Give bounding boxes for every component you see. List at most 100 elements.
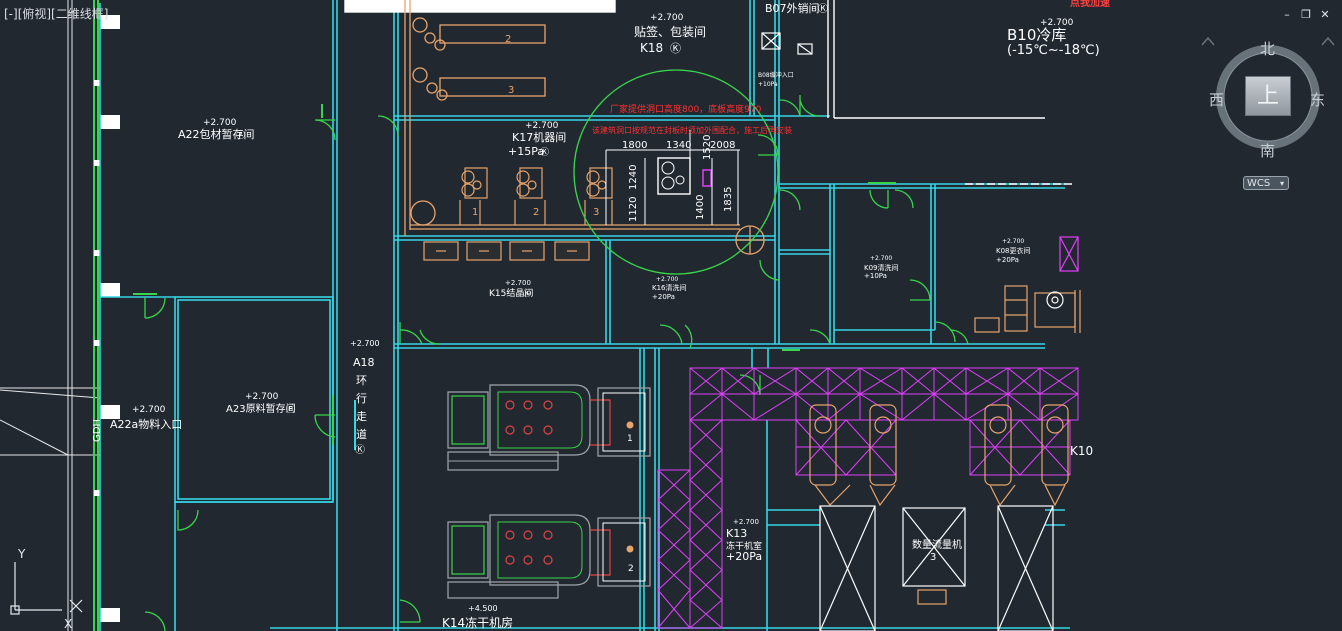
annotation-badge[interactable]: 点我加速 [1070, 0, 1110, 9]
k08-level: +2.700 [1002, 238, 1024, 245]
b07-mark: Ⓚ [818, 3, 828, 15]
a18-char-2: 行 [356, 392, 367, 405]
freeze-dryer-2 [447, 514, 651, 599]
b08-pressure: +10Pa [758, 81, 778, 88]
wcs-dropdown[interactable]: WCS ▾ [1243, 176, 1289, 190]
dim-1240: 1240 [628, 165, 639, 190]
left-green-wall [93, 0, 99, 631]
left-wall-lines [0, 0, 101, 631]
viewcube-top-face[interactable]: 上 [1245, 76, 1291, 116]
compass-west[interactable]: 西 [1209, 91, 1225, 109]
viewcube-ring[interactable] [1201, 36, 1335, 149]
minimize-viewport-button[interactable]: – [1284, 8, 1290, 21]
unit-2-label: 2 [533, 207, 539, 218]
b07-box [761, 32, 813, 55]
feeder-label: 数量流量机 [912, 538, 962, 551]
k18-mark: Ⓚ [670, 42, 681, 55]
k15-level: +2.700 [505, 279, 531, 287]
drawing-text: B07外销间 Ⓚ +2.700 B10冷库 (-15℃~-18℃) 点我加速 +… [92, 0, 1110, 630]
a23-name: A23原料暂存间 [226, 402, 296, 415]
k10-side-equipment [974, 285, 1081, 333]
dim-1800: 1800 [622, 140, 647, 151]
k13-level: +2.700 [733, 518, 759, 526]
dryer-2-label: 2 [628, 564, 634, 574]
k17-pressure: +15Pa [508, 145, 544, 158]
compass-north[interactable]: 北 [1260, 40, 1276, 58]
feeder-num: 3 [930, 552, 936, 563]
compass-east[interactable]: 东 [1310, 91, 1326, 109]
wcs-label: WCS [1247, 178, 1271, 189]
dim-1120: 1120 [628, 197, 639, 222]
a18-char-3: 走 [356, 410, 367, 423]
k16-pressure: +20Pa [652, 293, 675, 301]
a23-level: +2.700 [245, 392, 279, 402]
dim-1520: 1520 [702, 135, 713, 160]
a22-name: A22包材暂存间 [178, 127, 255, 141]
dryer-1-label: 1 [627, 434, 633, 444]
k09-pressure: +10Pa [864, 272, 887, 280]
b10-temp: (-15℃~-18℃) [1007, 43, 1100, 58]
a18-mark: Ⓚ [355, 444, 365, 456]
dim-1400: 1400 [695, 195, 706, 220]
k15-boxes [423, 241, 590, 261]
restore-viewport-button[interactable]: ❐ [1301, 8, 1311, 21]
k14-level: +4.500 [468, 604, 498, 613]
k08-pressure: +20Pa [996, 256, 1019, 264]
a18-char-4: 道 [356, 427, 367, 441]
b10-name: B10冷库 [1007, 26, 1066, 44]
line-2-label: 2 [505, 34, 511, 45]
detail-circle [573, 69, 779, 275]
dim-1340: 1340 [666, 140, 691, 151]
k17-mark: Ⓚ [540, 147, 549, 158]
close-viewport-button[interactable]: ✕ [1320, 8, 1330, 21]
b10-level: +2.700 [1040, 18, 1074, 28]
a22-mark: Ⓕ [236, 130, 245, 141]
a23-mark: Ⓕ [286, 404, 295, 415]
k17-name: K17机器间 [512, 130, 566, 144]
ucs-icon[interactable]: Y X [10, 547, 83, 631]
chevron-down-icon: ▾ [1279, 179, 1284, 188]
door-swings [144, 95, 969, 631]
a18-char-1: 环 [356, 374, 367, 387]
k13-name: 冻干机室 [726, 540, 762, 552]
k16-name: K16清洗间 [652, 283, 687, 292]
k17-level: +2.700 [525, 121, 559, 131]
b10-boundary [344, 0, 1075, 185]
k13-pressure: +20Pa [726, 550, 762, 563]
k10-conveyors [809, 404, 1069, 507]
dim-2008: 2008 [710, 140, 735, 151]
magenta-rack-grid [657, 367, 1079, 629]
k15-mark: Ⓚ [523, 289, 531, 298]
k10-hatch-box [1059, 236, 1079, 272]
a22a-level: +2.700 [132, 405, 166, 415]
green-small-ticks [133, 104, 896, 450]
cyan-walls [99, 0, 1070, 631]
a22-level: +2.700 [203, 118, 237, 128]
packaging-line [404, 0, 765, 255]
k14-name: K14冻干机房 [442, 615, 513, 630]
k08-name: K08更衣间 [996, 246, 1031, 255]
k18-name: 贴签、包装间 [634, 24, 706, 39]
column-markers [94, 15, 120, 622]
b08-name: B08缓冲入口 [758, 71, 794, 79]
k09-level: +2.700 [870, 255, 892, 262]
ucs-x-label: X [64, 617, 72, 631]
k16-level: +2.700 [656, 276, 678, 283]
b07-label: B07外销间 [765, 1, 820, 15]
k09-name: K09清洗间 [864, 263, 899, 272]
k10-label: K10 [1070, 444, 1093, 458]
dim-1835: 1835 [723, 187, 734, 212]
k18-code: K18 [640, 41, 663, 55]
line-3-label: 3 [508, 85, 514, 96]
k15-name: K15结晶间 [489, 287, 533, 299]
a18-name: A18 [353, 356, 375, 369]
viewport-label[interactable]: [-][俯视][二维线框] [4, 7, 109, 21]
k13-code: K13 [726, 527, 747, 540]
storage-bins [819, 505, 1054, 631]
compass-south[interactable]: 南 [1260, 142, 1276, 160]
filling-units [459, 167, 613, 225]
freeze-dryer-1 [447, 384, 651, 471]
note-red-2: 该建筑洞口按规范在封板时须加外围配合，施工后再安装 [592, 125, 792, 135]
